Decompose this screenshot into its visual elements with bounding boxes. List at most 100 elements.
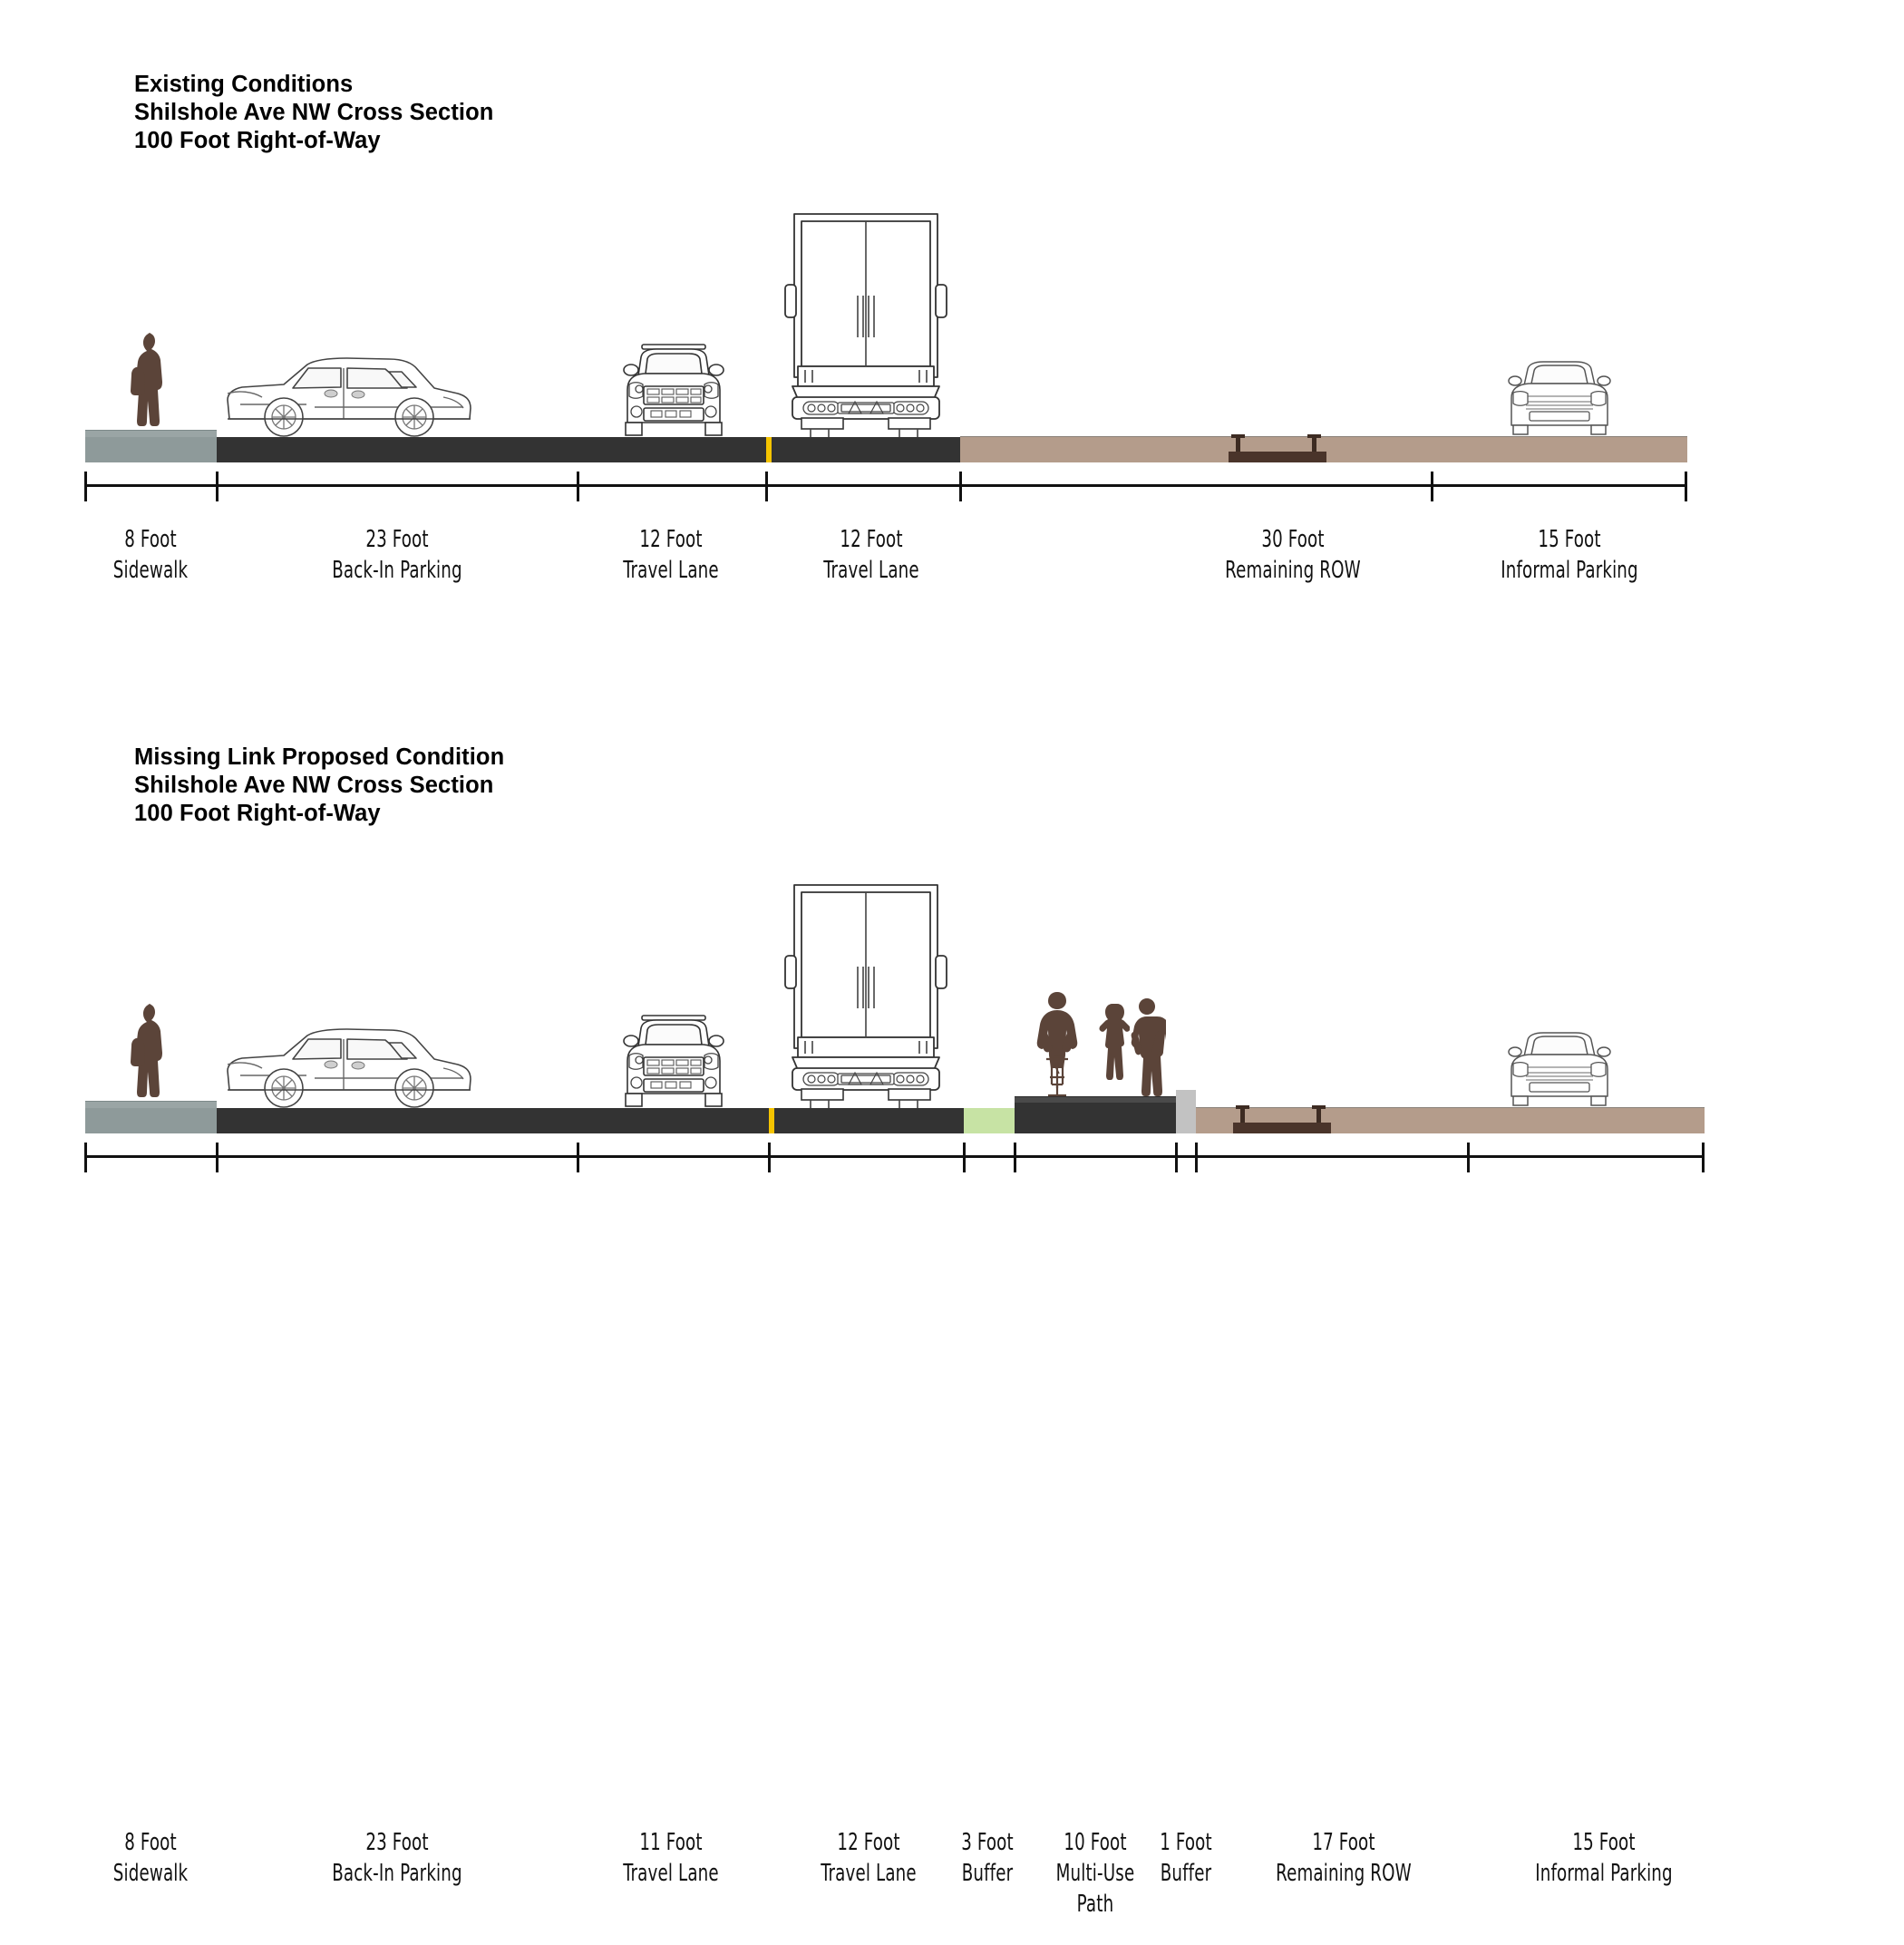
band-sidewalk (85, 1108, 217, 1133)
dim-feet: 12 Foot (837, 1829, 900, 1856)
dim-tick-1 (216, 472, 219, 501)
band-back-in-parking (217, 1108, 578, 1133)
dim-tick-0 (84, 472, 87, 501)
existing-title-line-1: Existing Conditions (134, 72, 354, 97)
dim-line (85, 1155, 1705, 1158)
band-back-in-parking (217, 437, 578, 462)
dim-tick-5 (1431, 472, 1433, 501)
dim-name: Travel Lane (623, 1860, 719, 1887)
dim-feet: 10 Foot (1064, 1829, 1127, 1856)
dim-name: Buffer (1160, 1860, 1212, 1887)
proposed-section-stage (0, 834, 1904, 1133)
dim-tick-2 (577, 1143, 579, 1172)
walker-silhouette (1095, 1003, 1130, 1097)
dim-feet: 11 Foot (639, 1829, 703, 1856)
dim-tick-4 (963, 1143, 966, 1172)
dim-name: Back-In Parking (332, 1860, 462, 1887)
dim-feet: 1 Foot (1160, 1829, 1212, 1856)
proposed-dimension-rule (0, 1143, 1904, 1175)
parked-hatchback (1502, 355, 1617, 436)
dim-label-back-in-parking: 23 Foot Back-In Parking (323, 524, 471, 586)
box-truck-rear (782, 881, 950, 1108)
band-travel-lane-1 (578, 1108, 769, 1133)
sidewalk-top-hatch (85, 1101, 217, 1108)
parked-sedan (220, 1021, 480, 1108)
proposed-title-line-3: 100 Foot Right-of-Way (134, 801, 381, 826)
dim-tick-5 (1014, 1143, 1016, 1172)
gravel-top-edge (1196, 1107, 1705, 1108)
suv-front (617, 339, 731, 437)
dim-label-travel-lane-1: 11 Foot Travel Lane (597, 1827, 745, 1889)
dim-name: Sidewalk (112, 557, 189, 584)
dim-name: Multi-Use Path (1055, 1860, 1135, 1918)
pedestrian-silhouette (125, 1002, 178, 1102)
dim-feet: 8 Foot (124, 526, 177, 553)
dim-name: Buffer (961, 1860, 1014, 1887)
band-buffer-1ft (1176, 1090, 1196, 1133)
dim-label-travel-lane-2: 12 Foot Travel Lane (797, 524, 946, 586)
dim-name: Travel Lane (623, 557, 719, 584)
dim-tick-0 (84, 1143, 87, 1172)
dim-name: Informal Parking (1501, 557, 1638, 584)
proposed-title-line-1: Missing Link Proposed Condition (134, 744, 505, 770)
dim-label-informal-parking: 15 Foot Informal Parking (1516, 1827, 1691, 1889)
dim-label-buffer-1ft: 1 Foot Buffer (1138, 1827, 1234, 1889)
band-remaining-row (960, 437, 1432, 462)
dim-tick-4 (959, 472, 962, 501)
dim-label-remaining-row: 17 Foot Remaining ROW (1258, 1827, 1428, 1889)
dim-feet: 30 Foot (1261, 526, 1325, 553)
dim-label-back-in-parking: 23 Foot Back-In Parking (323, 1827, 471, 1889)
parked-hatchback (1502, 1026, 1617, 1107)
dim-tick-3 (765, 472, 768, 501)
rail-left (1236, 437, 1240, 452)
railroad-track (1233, 1105, 1331, 1133)
band-buffer-3ft (964, 1108, 1015, 1133)
dim-label-sidewalk: 8 Foot Sidewalk (76, 524, 225, 586)
band-travel-lane-2 (774, 1108, 964, 1133)
band-multi-use-path (1015, 1103, 1176, 1133)
suv-front (617, 1010, 731, 1108)
dim-label-multi-use-path: 10 Foot Multi-Use Path (1039, 1827, 1152, 1920)
dim-label-buffer-3ft: 3 Foot Buffer (939, 1827, 1035, 1889)
multi-use-path-top-hatch (1015, 1096, 1176, 1103)
dim-feet: 15 Foot (1538, 526, 1601, 553)
dim-name: Travel Lane (821, 1860, 917, 1887)
existing-title-block: Existing Conditions Shilshole Ave NW Cro… (134, 71, 493, 155)
dim-name: Travel Lane (823, 557, 919, 584)
dim-name: Remaining ROW (1225, 557, 1361, 584)
dim-label-travel-lane-1: 12 Foot Travel Lane (597, 524, 745, 586)
existing-dimension-rule (0, 472, 1904, 504)
dim-label-informal-parking: 15 Foot Informal Parking (1481, 524, 1659, 586)
box-truck-rear (782, 210, 950, 437)
dim-label-travel-lane-2: 12 Foot Travel Lane (794, 1827, 943, 1889)
rail-left (1240, 1108, 1245, 1123)
gravel-top-edge (960, 436, 1687, 437)
dim-name: Informal Parking (1535, 1860, 1673, 1887)
cyclist-silhouette (1034, 990, 1081, 1097)
dim-tick-6 (1175, 1143, 1178, 1172)
dim-feet: 23 Foot (365, 1829, 429, 1856)
sidewalk-top-hatch (85, 430, 217, 437)
existing-title-line-2: Shilshole Ave NW Cross Section (134, 100, 494, 125)
band-travel-lane-1 (578, 437, 766, 462)
dim-tick-2 (577, 472, 579, 501)
band-travel-lane-2 (772, 437, 960, 462)
dim-label-remaining-row: 30 Foot Remaining ROW (1204, 524, 1383, 586)
center-line-yellow (766, 437, 772, 462)
dim-feet: 12 Foot (840, 526, 903, 553)
proposed-title-block: Missing Link Proposed Condition Shilshol… (134, 744, 504, 828)
dim-feet: 8 Foot (124, 1829, 177, 1856)
dim-feet: 12 Foot (639, 526, 703, 553)
dim-tick-7 (1195, 1143, 1198, 1172)
existing-dimension-labels: 8 Foot Sidewalk 23 Foot Back-In Parking … (0, 524, 1904, 642)
dim-name: Remaining ROW (1276, 1860, 1412, 1887)
cross-section-proposed: Missing Link Proposed Condition Shilshol… (0, 671, 1904, 1918)
rail-right (1312, 437, 1316, 452)
dim-tick-1 (216, 1143, 219, 1172)
dim-feet: 15 Foot (1572, 1829, 1636, 1856)
band-informal-parking (1468, 1108, 1705, 1133)
dim-label-sidewalk: 8 Foot Sidewalk (76, 1827, 225, 1889)
dim-tick-6 (1685, 472, 1687, 501)
rail-left-head (1236, 1105, 1249, 1109)
dim-feet: 3 Foot (961, 1829, 1014, 1856)
